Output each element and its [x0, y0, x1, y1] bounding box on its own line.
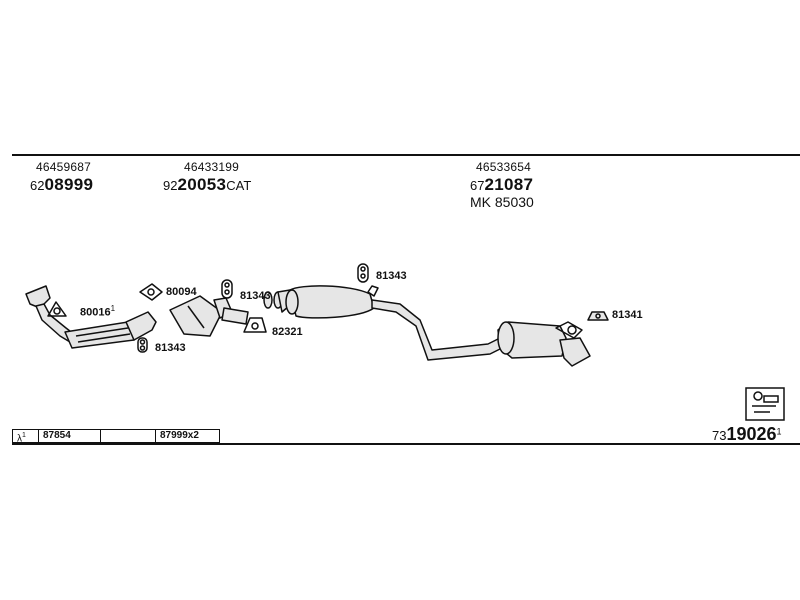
header-rule — [12, 154, 800, 156]
hanger-mid-drawing — [357, 263, 369, 283]
bottom-cell-3[interactable]: 87999x2 — [160, 430, 199, 441]
kit-main: 19026 — [726, 424, 777, 444]
kit-part-number[interactable]: 73190261 — [712, 424, 782, 445]
front-pipe-part-number[interactable]: 6208999 — [30, 175, 93, 195]
part-suffix: CAT — [226, 178, 252, 193]
front-pipe-drawing — [25, 285, 157, 349]
part-main: 08999 — [44, 175, 94, 194]
catalyst-oe-number: 46433199 — [184, 160, 239, 174]
clamp-cat-drawing — [221, 279, 233, 299]
kit-prefix: 73 — [712, 428, 727, 443]
gasket-front-label[interactable]: 800161 — [80, 304, 115, 319]
bottom-reference-bar: λ1 87854 87999x2 — [12, 429, 220, 445]
footer-rule — [12, 443, 800, 445]
gasket-front-drawing — [47, 301, 67, 317]
gasket-cat-label[interactable]: 80094 — [166, 286, 197, 298]
middle-muffler-drawing — [277, 285, 379, 319]
hanger-rear-drawing — [587, 311, 609, 321]
hanger-front-label[interactable]: 81343 — [155, 342, 186, 354]
catalyst-part-number[interactable]: 9220053CAT — [163, 175, 251, 195]
clamp-cat-label[interactable]: 81343 — [240, 290, 271, 302]
rear-section-part-number[interactable]: 6721087 — [470, 175, 533, 195]
part-main: 20053 — [177, 175, 227, 194]
hanger-mid-label[interactable]: 81343 — [376, 270, 407, 282]
mk-mounting-kit-label[interactable]: MK 85030 — [470, 194, 534, 210]
label-superscript: 1 — [110, 304, 116, 313]
kit-superscript: 1 — [776, 426, 782, 437]
lambda-symbol: λ — [17, 433, 22, 445]
gasket-cat-drawing — [139, 283, 163, 301]
hanger-rear-label[interactable]: 81341 — [612, 309, 643, 321]
part-main: 21087 — [484, 175, 534, 194]
rear-section-oe-number: 46533654 — [476, 160, 531, 174]
bottom-cell-1[interactable]: 87854 — [39, 430, 101, 442]
rear-muffler-drawing — [497, 321, 591, 367]
mounting-kit-icon — [745, 387, 785, 421]
front-pipe-oe-number: 46459687 — [36, 160, 91, 174]
rear-pipe-drawing — [371, 299, 503, 361]
part-prefix: 62 — [30, 178, 45, 193]
bottom-cell-2 — [101, 430, 156, 442]
label-text: 80016 — [80, 306, 111, 319]
clamp-mid-drawing — [243, 317, 267, 333]
part-prefix: 92 — [163, 178, 178, 193]
part-prefix: 67 — [470, 178, 485, 193]
catalyst-drawing — [169, 295, 249, 337]
clamp-mid-label[interactable]: 82321 — [272, 326, 303, 338]
hanger-front-drawing — [137, 337, 148, 353]
lambda-sensor-cell: λ1 — [13, 430, 39, 445]
lambda-superscript: 1 — [22, 432, 26, 439]
